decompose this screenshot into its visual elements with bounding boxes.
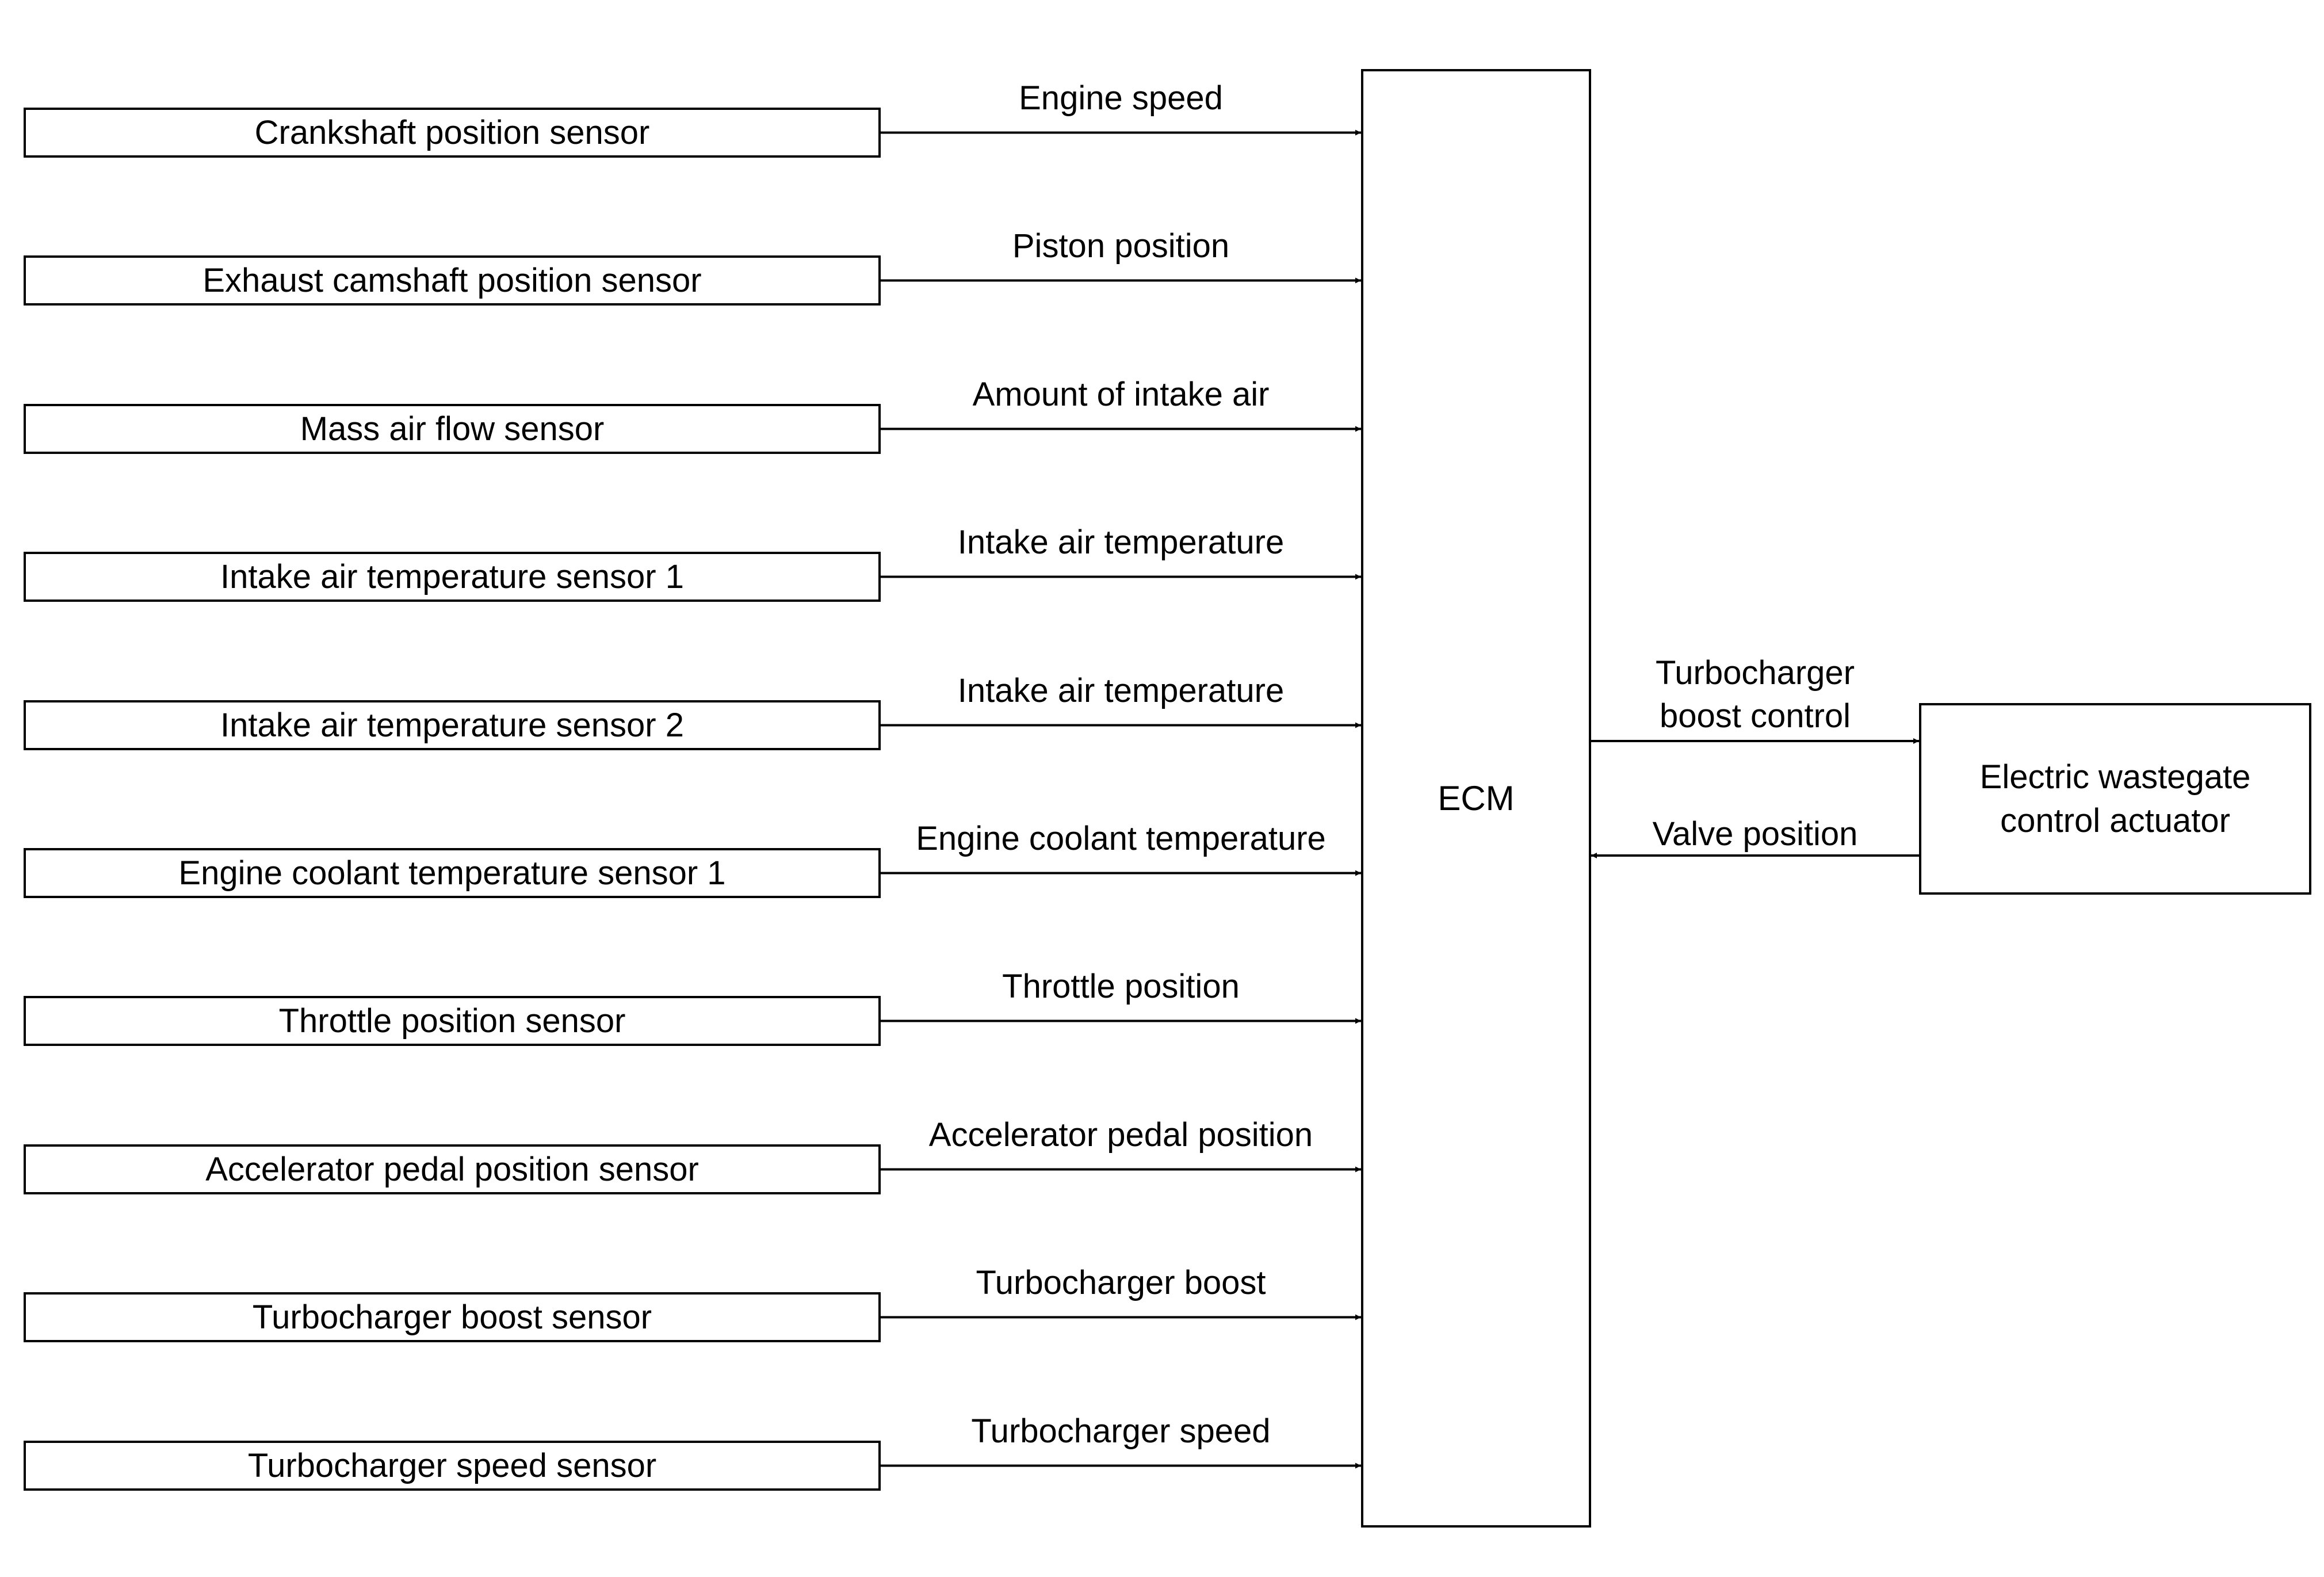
- sensor-box: Turbocharger speed sensor: [24, 1441, 881, 1491]
- sensor-label: Turbocharger speed sensor: [247, 1446, 657, 1484]
- signal-label: Turbocharger boost: [976, 1264, 1266, 1301]
- sensor-box: Exhaust camshaft position sensor: [24, 255, 881, 306]
- sensor-box: Accelerator pedal position sensor: [24, 1144, 881, 1194]
- signal-label: Engine speed: [1019, 79, 1223, 117]
- electric-wastegate-actuator-box: Electric wastegate control actuator: [1919, 703, 2311, 895]
- signal-label: Turbocharger speed: [971, 1412, 1271, 1450]
- sensor-label: Turbocharger boost sensor: [252, 1298, 652, 1336]
- sensor-box: Throttle position sensor: [24, 996, 881, 1046]
- ecm-label: ECM: [1438, 778, 1515, 818]
- valve-position-signal-label: Valve position: [1652, 815, 1858, 853]
- signal-label: Intake air temperature: [957, 672, 1285, 709]
- sensor-box: Intake air temperature sensor 1: [24, 552, 881, 602]
- signal-label: Engine coolant temperature: [916, 820, 1326, 857]
- signal-label: Intake air temperature: [957, 524, 1285, 561]
- sensor-label: Throttle position sensor: [278, 1002, 626, 1040]
- sensor-label: Intake air temperature sensor 1: [220, 558, 684, 595]
- sensor-label: Accelerator pedal position sensor: [205, 1150, 699, 1188]
- sensor-box: Turbocharger boost sensor: [24, 1292, 881, 1342]
- signal-label: Piston position: [1012, 227, 1230, 265]
- signal-label: Amount of intake air: [972, 376, 1270, 413]
- sensor-box: Intake air temperature sensor 2: [24, 700, 881, 750]
- sensor-label: Mass air flow sensor: [300, 410, 605, 448]
- sensor-label: Exhaust camshaft position sensor: [202, 261, 702, 299]
- signal-label: Accelerator pedal position: [928, 1116, 1313, 1154]
- sensor-box: Crankshaft position sensor: [24, 108, 881, 158]
- actuator-label: Electric wastegate control actuator: [1979, 758, 2251, 839]
- sensor-box: Mass air flow sensor: [24, 404, 881, 454]
- ecm-box: ECM: [1361, 69, 1591, 1528]
- signal-label: Throttle position: [1002, 968, 1240, 1005]
- sensor-label: Intake air temperature sensor 2: [220, 706, 684, 744]
- boost-control-signal-label: Turbocharger boost control: [1655, 654, 1855, 735]
- sensor-label: Crankshaft position sensor: [254, 113, 650, 151]
- sensor-label: Engine coolant temperature sensor 1: [178, 854, 726, 892]
- sensor-box: Engine coolant temperature sensor 1: [24, 848, 881, 898]
